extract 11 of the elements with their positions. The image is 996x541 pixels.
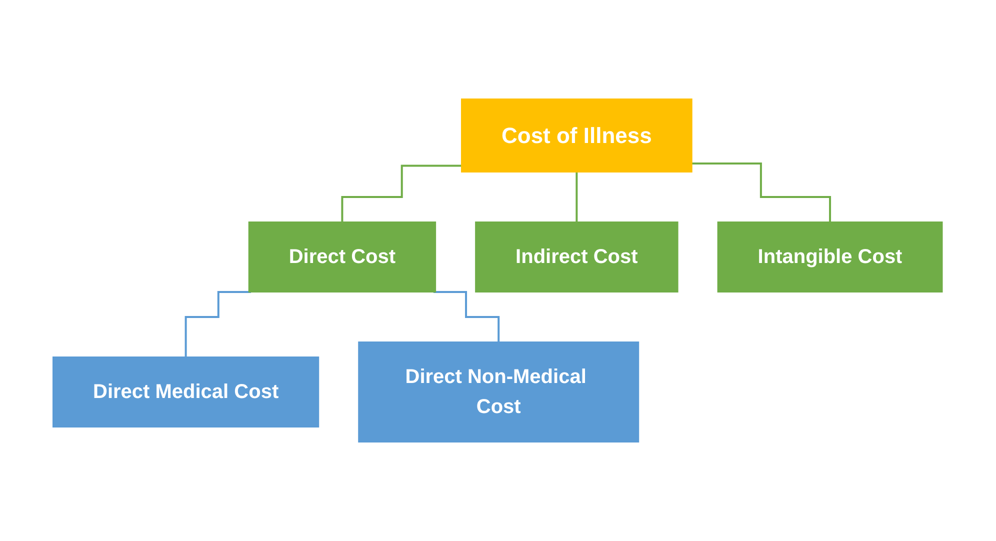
node-box: Cost of Illness [461,98,693,172]
node-box: Direct Non-Medical Cost [358,342,640,442]
node-box: Direct Cost [248,222,436,292]
node-box: Intangible Cost [718,222,944,292]
connector [434,291,500,343]
connector [576,171,578,223]
connector [185,291,252,358]
node-box: Direct Medical Cost [52,356,320,428]
connector [342,164,462,223]
node-box: Indirect Cost [475,222,679,292]
connector [692,162,832,223]
